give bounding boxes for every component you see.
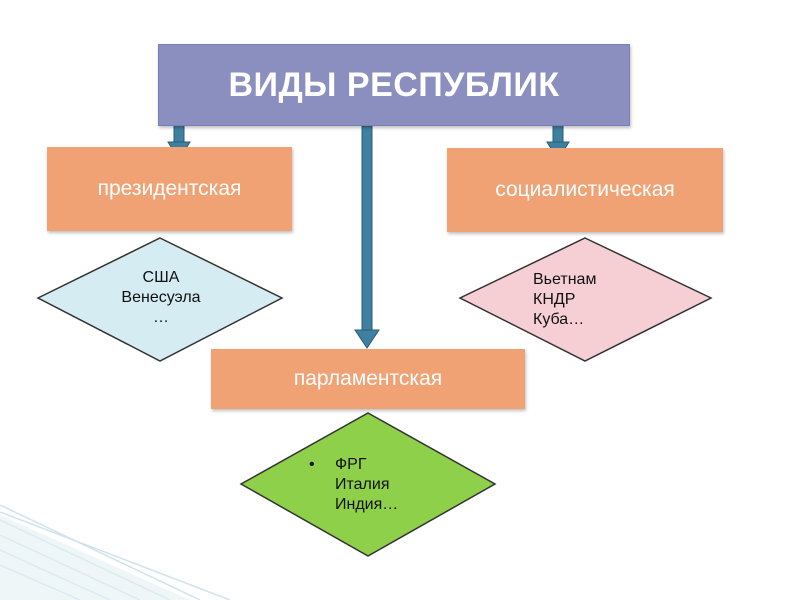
- parliamentary-box: парламентская: [211, 349, 525, 409]
- arrow-to-parliamentary: [354, 125, 380, 349]
- parliamentary-examples: • ФРГ Италия Индия…: [309, 455, 455, 515]
- diamond-socialist: [458, 237, 713, 362]
- example-item: Италия: [335, 476, 390, 493]
- presidential-label: президентская: [97, 177, 242, 200]
- socialist-label: социалистическая: [495, 178, 675, 201]
- example-item: США: [142, 269, 180, 286]
- diamond-presidential: [36, 237, 284, 362]
- example-item: ФРГ: [335, 456, 367, 473]
- example-item: КНДР: [533, 291, 576, 308]
- example-item: Венесуэла: [121, 289, 201, 306]
- parliamentary-label: парламентская: [293, 367, 443, 390]
- socialist-box: социалистическая: [447, 148, 723, 232]
- socialist-examples: Вьетнам КНДР Куба…: [533, 270, 643, 330]
- example-item: Индия…: [335, 496, 399, 513]
- list-item: Италия: [335, 475, 455, 495]
- title-box: ВИДЫ РЕСПУБЛИК: [158, 44, 630, 126]
- title-text: ВИДЫ РЕСПУБЛИК: [228, 65, 560, 104]
- presidential-box: президентская: [47, 147, 292, 231]
- list-item: Индия…: [335, 495, 455, 515]
- diamond-parliamentary: [239, 412, 497, 557]
- example-item: Куба…: [533, 311, 585, 328]
- parliamentary-list: • ФРГ Италия Индия…: [309, 455, 455, 515]
- bullet-icon: •: [309, 456, 315, 473]
- example-item: …: [153, 309, 169, 326]
- example-item: Вьетнам: [533, 271, 597, 288]
- presidential-examples: США Венесуэла …: [106, 268, 216, 328]
- list-item: • ФРГ: [309, 455, 455, 475]
